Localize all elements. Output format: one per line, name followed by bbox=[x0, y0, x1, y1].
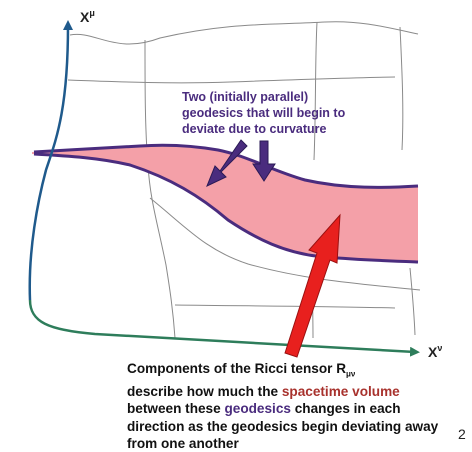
vertical-axis bbox=[30, 25, 68, 300]
svg-text:deviate due to curvature: deviate due to curvature bbox=[182, 122, 327, 136]
page-number: 2 bbox=[458, 426, 466, 442]
vertical-axis-label: Xμ bbox=[80, 8, 95, 25]
highlight-spacetime-volume: spacetime volume bbox=[282, 384, 400, 399]
highlight-geodesics: geodesics bbox=[224, 401, 291, 416]
svg-text:Two (initially parallel): Two (initially parallel) bbox=[182, 90, 308, 104]
horizontal-axis-label: Xν bbox=[428, 343, 442, 360]
svg-text:geodesics that will begin to: geodesics that will begin to bbox=[182, 106, 346, 120]
horizontal-axis bbox=[30, 300, 415, 352]
geodesics-annotation: Two (initially parallel) geodesics that … bbox=[182, 90, 346, 136]
ricci-caption: Components of the Ricci tensor Rμν descr… bbox=[127, 360, 457, 452]
